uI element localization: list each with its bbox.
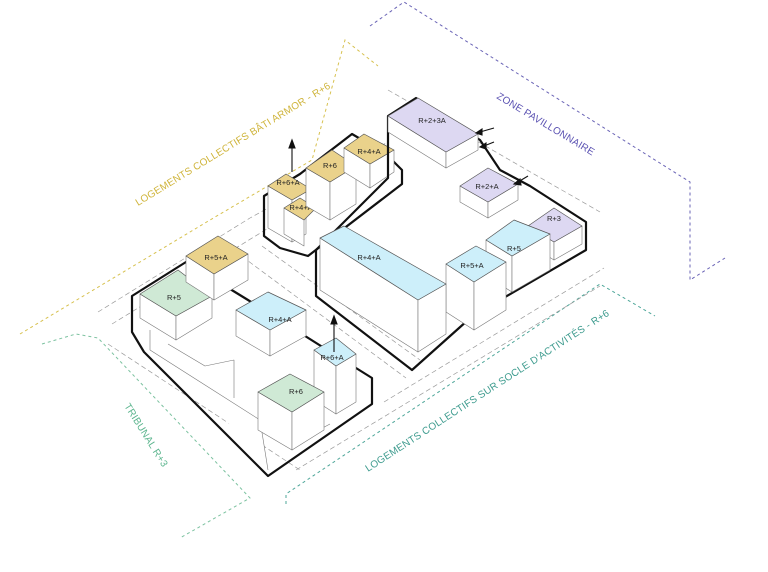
label-r2a: R+2+A: [475, 182, 498, 191]
building-r4a-long: [319, 225, 447, 301]
arrow-head-icon: [330, 314, 338, 325]
label-r6a-sw: R+6+A: [320, 353, 343, 362]
label-r5a-sw: R+5+A: [204, 253, 227, 262]
zone-label-pavillonnaire: ZONE PAVILLONNAIRE: [494, 91, 596, 158]
arrow-head-icon: [478, 141, 487, 150]
arrow-head-icon: [474, 127, 483, 136]
socle-zone-boundary: [285, 283, 656, 504]
label-r4a-sw: R+4+A: [268, 315, 291, 324]
building-r5a-sw: [185, 235, 249, 275]
building-r5-east: [485, 219, 551, 257]
label-r5-sw: R+5: [167, 293, 181, 302]
label-r5-east: R+5: [507, 244, 521, 253]
wall: [167, 343, 235, 398]
label-r4a-long: R+4+A: [357, 253, 380, 262]
building-r4a-top: [343, 133, 395, 165]
zone-label-tribunal: TRIBUNAL R+3: [121, 402, 169, 470]
building-r5a-east: [445, 245, 507, 283]
label-r4a-nw: R+4+A: [289, 203, 312, 212]
building-r4a-sw: [235, 291, 307, 331]
wall: [149, 330, 269, 471]
block-east: R+2+3A R+2+A R+3 R+5 R+5+A R+4+A: [314, 96, 588, 372]
label-r6a-nw: R+6+A: [276, 178, 299, 187]
pavillonnaire-zone-boundary: [369, 1, 726, 281]
label-r6-nw: R+6: [323, 161, 337, 170]
label-r4a-top: R+4+A: [357, 147, 380, 156]
arrow-head-icon: [512, 177, 522, 186]
street-line: [295, 285, 601, 471]
arrow-head-icon: [288, 138, 296, 149]
block-north-west: R+6+A R+4+A R+6 R+4+A: [262, 132, 404, 258]
street-line: [383, 267, 605, 403]
label-r5a-east: R+5+A: [460, 261, 483, 270]
building-r6a-sw: [313, 337, 357, 367]
building-r6-sw: [257, 373, 325, 413]
label-r6-sw: R+6: [289, 387, 303, 396]
label-r2-3a: R+2+3A: [418, 116, 446, 125]
street-line: [107, 343, 301, 471]
block-south-west: R+5 R+5+A R+4+A R+6+A R+6: [130, 235, 374, 478]
street-line: [235, 251, 407, 379]
label-r3: R+3: [547, 214, 561, 223]
zone-boundaries: [19, 1, 726, 539]
